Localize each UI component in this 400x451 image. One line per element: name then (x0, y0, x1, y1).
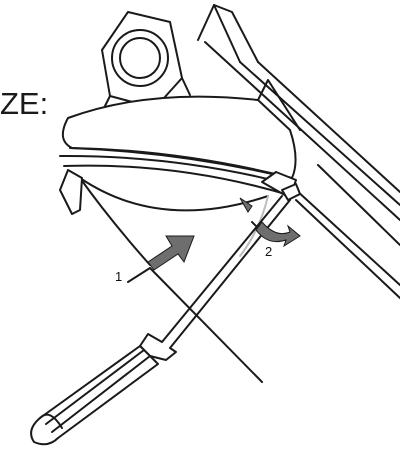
mounting-bracket (197, 4, 400, 299)
truncated-label: ZE: (0, 86, 49, 121)
cable-gland (101, 11, 191, 123)
retaining-clip-left (59, 169, 83, 215)
push-arrow-icon (147, 235, 195, 271)
screwdriver-icon (30, 183, 301, 446)
rotate-arrow-icon (239, 197, 301, 248)
lamp-housing (59, 79, 301, 197)
step-2-label: 2 (265, 244, 273, 259)
step-1-label: 1 (115, 269, 123, 284)
